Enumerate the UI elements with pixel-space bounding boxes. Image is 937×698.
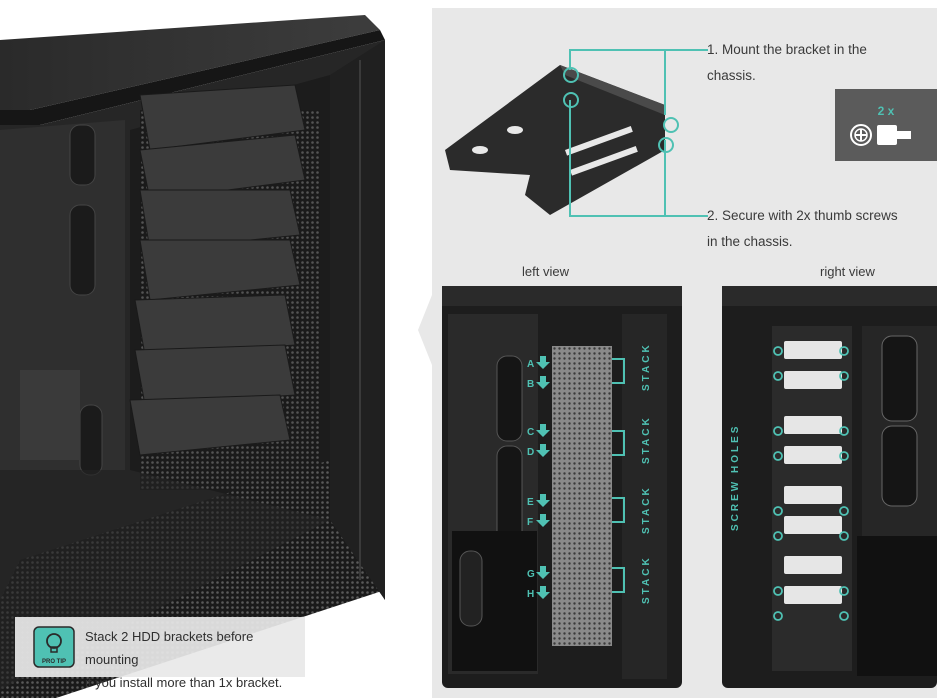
- letter-e: E: [527, 497, 534, 508]
- right-view-label: right view: [820, 264, 875, 279]
- letter-d: D: [527, 447, 534, 458]
- right-view-image: SCREW HOLES: [722, 286, 937, 688]
- stack-label-4: STACK: [641, 555, 652, 604]
- chassis-photo: [0, 0, 405, 698]
- letter-c: C: [527, 427, 534, 438]
- thumb-screw-count: 2 x: [877, 104, 895, 118]
- panel-pointer: [418, 290, 434, 370]
- left-view-image: A B C D E F G H STACK STACK STACK STACK: [442, 286, 682, 688]
- pro-tip-text: Stack 2 HDD brackets before mounting if …: [85, 625, 305, 694]
- letter-h: H: [527, 589, 534, 600]
- letter-f: F: [527, 517, 533, 528]
- thumb-screw-icon: [850, 124, 911, 146]
- lightbulb-icon: PRO TIP: [33, 626, 75, 668]
- left-view-label: left view: [522, 264, 569, 279]
- stack-label-2: STACK: [641, 415, 652, 464]
- step-1-line-2: chassis.: [707, 68, 756, 83]
- step-2-line-2: in the chassis.: [707, 234, 793, 249]
- stack-label-3: STACK: [641, 485, 652, 534]
- pro-tip-line-2: if you install more than 1x bracket.: [85, 675, 283, 690]
- letter-a: A: [527, 359, 534, 370]
- pro-tip-line-1: Stack 2 HDD brackets before mounting: [85, 629, 254, 667]
- step-2-text: 2. Secure with 2x thumb screws in the ch…: [707, 203, 898, 255]
- pro-tip-callout: PRO TIP Stack 2 HDD brackets before moun…: [15, 617, 305, 690]
- pro-tip-badge: PRO TIP: [42, 659, 66, 665]
- chassis-illustration: [0, 15, 385, 698]
- leader-lines: [569, 49, 708, 217]
- bracket-diagram: [445, 65, 679, 215]
- step-2-line-1: 2. Secure with 2x thumb screws: [707, 208, 898, 223]
- stack-label-1: STACK: [641, 342, 652, 391]
- step-1-line-1: 1. Mount the bracket in the: [707, 42, 867, 57]
- screw-holes-label: SCREW HOLES: [730, 424, 741, 531]
- letter-g: G: [527, 569, 535, 580]
- letter-b: B: [527, 379, 534, 390]
- thumb-screw-callout: 2 x: [835, 89, 937, 161]
- step-1-text: 1. Mount the bracket in the chassis.: [707, 37, 867, 89]
